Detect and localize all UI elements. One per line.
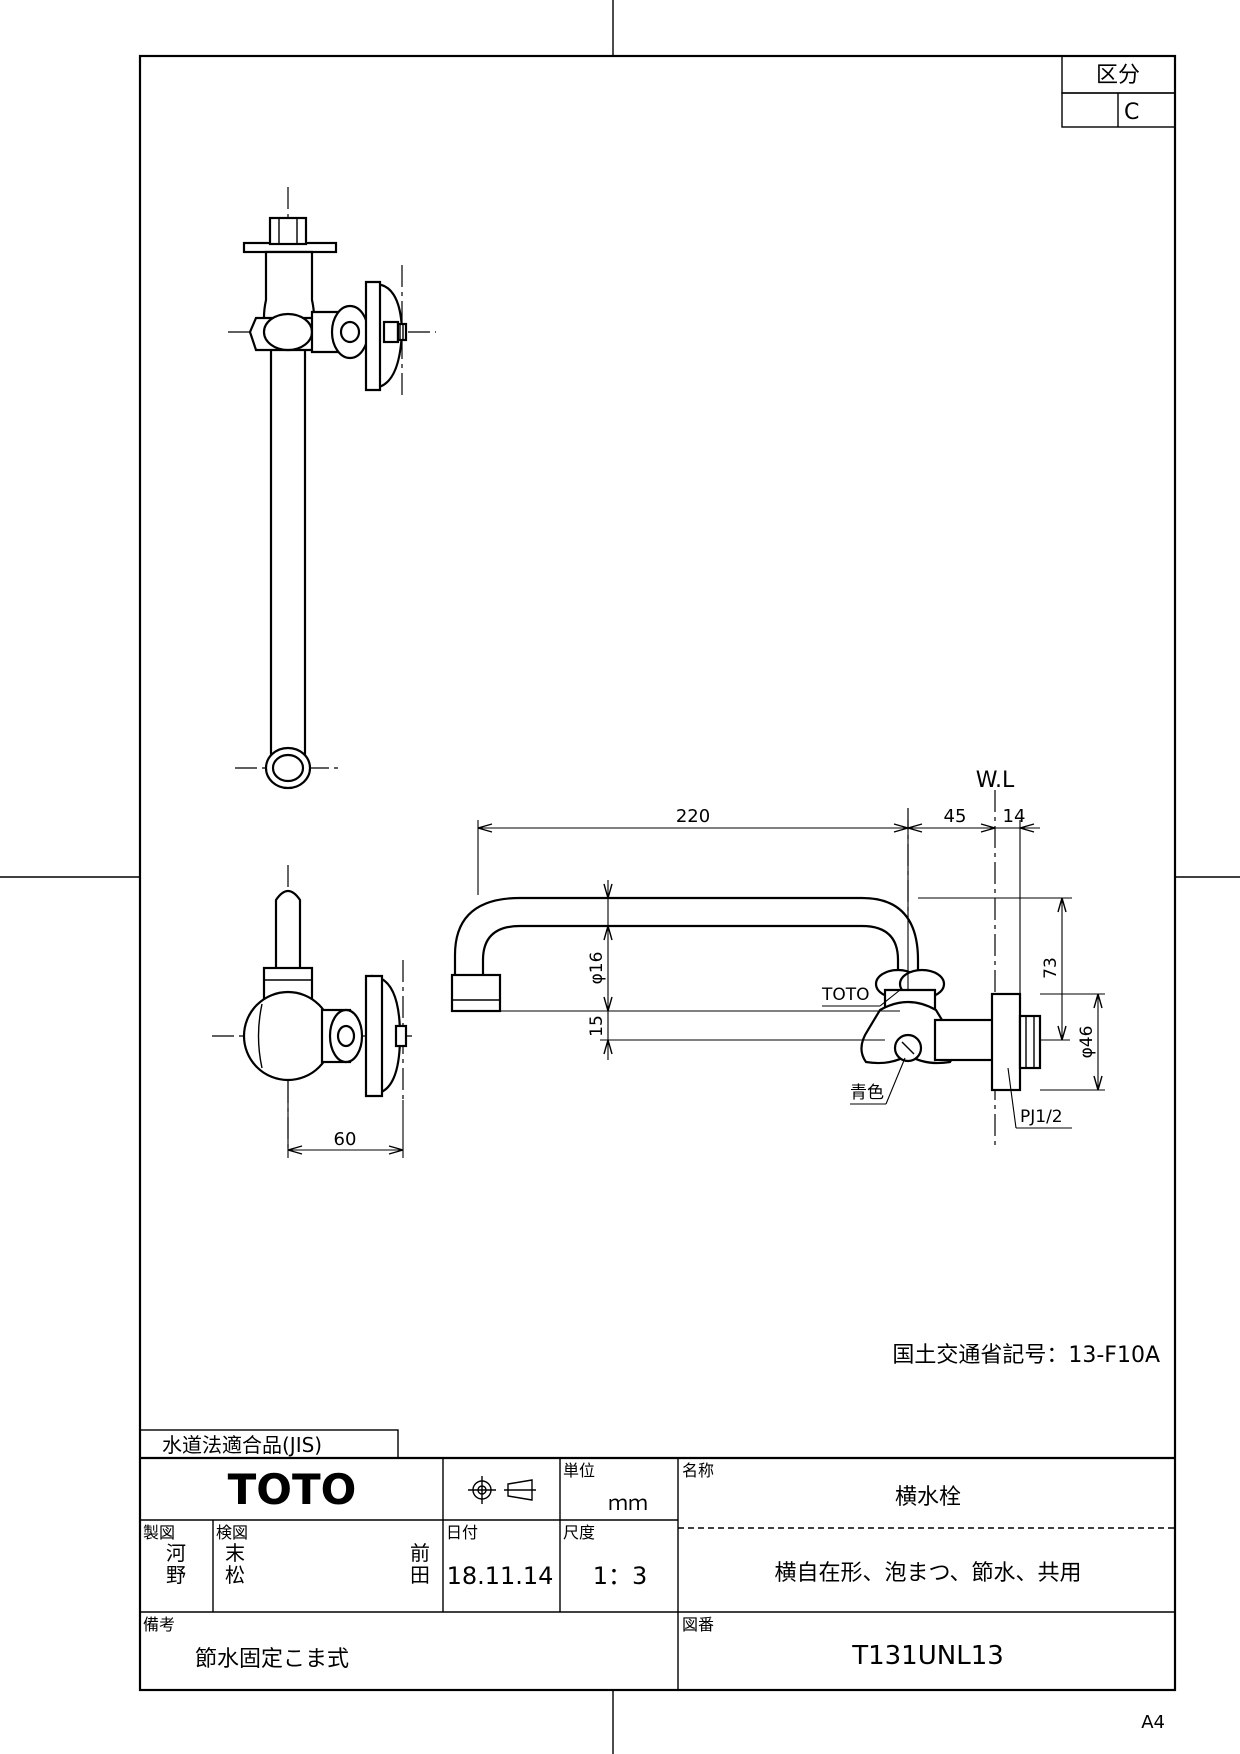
product-name: 横水栓: [895, 1485, 961, 1510]
dim-73: 73: [1041, 957, 1061, 979]
drawing-number-label: 図番: [682, 1615, 714, 1634]
name-label: 名称: [682, 1461, 714, 1480]
scale-value: 1：3: [593, 1562, 648, 1590]
toto-logo: TOTO: [228, 1465, 357, 1514]
certification-number: 国土交通省記号：13-F10A: [892, 1343, 1160, 1368]
classification-box: 区分 C: [1061, 55, 1176, 128]
toto-mark-label: TOTO: [821, 985, 870, 1005]
unit-value: ｍｍ: [608, 1491, 648, 1515]
dim-phi46: φ46: [1077, 1026, 1097, 1059]
dim-15: 15: [587, 1015, 607, 1037]
remarks-label: 備考: [143, 1615, 175, 1634]
date-label: 日付: [446, 1523, 478, 1542]
drawn-by: 河野: [166, 1541, 186, 1587]
pipe-thread-label: PJ1/2: [1020, 1107, 1063, 1127]
checked-by-2: 前田: [410, 1541, 430, 1587]
dim-60: 60: [334, 1129, 357, 1150]
paper-size: A4: [1141, 1712, 1165, 1733]
title-block: TOTO 単位 ｍｍ 名称 横水栓 横自在形、泡まつ、節水、共用 製図 河野 検…: [140, 1456, 1175, 1690]
front-view: 220 45 14 W.L φ16 15 73 φ46 TOTO 青色 PJ1/…: [450, 768, 1105, 1145]
unit-label: 単位: [563, 1461, 595, 1480]
drawing-number: T131UNL13: [851, 1641, 1004, 1671]
dim-220: 220: [676, 806, 710, 827]
dim-phi16: φ16: [587, 952, 607, 985]
side-view: 60: [212, 865, 412, 1158]
classification-value: C: [1124, 100, 1139, 125]
date-value: 18.11.14: [447, 1562, 554, 1590]
remarks-value: 節水固定こま式: [195, 1647, 349, 1672]
product-description: 横自在形、泡まつ、節水、共用: [774, 1561, 1081, 1586]
top-view: [228, 187, 436, 790]
blue-color-label: 青色: [850, 1083, 884, 1103]
checked-label: 検図: [216, 1523, 248, 1542]
classification-label: 区分: [1096, 63, 1140, 88]
checked-by-1: 末松: [225, 1541, 245, 1587]
jis-label: 水道法適合品(JIS): [162, 1433, 322, 1457]
drawn-label: 製図: [143, 1523, 175, 1542]
water-level-label: W.L: [976, 768, 1015, 793]
scale-label: 尺度: [563, 1523, 595, 1542]
third-angle-projection-icon: [468, 1476, 536, 1504]
dim-14: 14: [1003, 806, 1026, 827]
drawing-frame: [138, 54, 1177, 1692]
dim-45: 45: [944, 806, 967, 827]
